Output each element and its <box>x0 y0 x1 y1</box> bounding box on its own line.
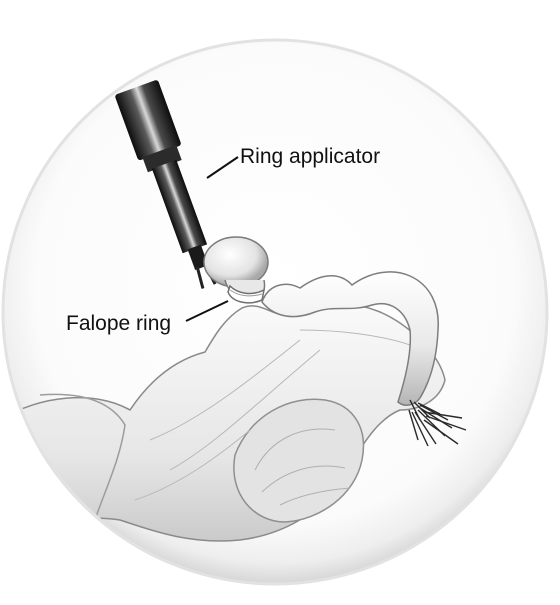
broad-ligament-folds <box>134 329 411 501</box>
ovary-shading <box>254 428 351 506</box>
bowel-edge <box>39 393 126 521</box>
applicator-collar <box>142 144 182 173</box>
fallopian-tube <box>261 271 439 406</box>
falope-ring <box>227 284 266 304</box>
applicator-tip <box>187 244 209 271</box>
tube-knuckle <box>203 236 269 288</box>
fimbriae <box>408 399 467 447</box>
applicator-prong-left <box>195 266 205 289</box>
applicator-shaft <box>151 159 208 254</box>
applicator-handle <box>115 80 181 161</box>
falope-ring-leader-line <box>185 300 229 322</box>
ring-applicator-leader-line <box>206 156 239 179</box>
ring-applicator-label: Ring applicator <box>240 145 380 168</box>
pelvic-tissue-mass <box>5 302 446 562</box>
ring-applicator <box>115 80 217 289</box>
falope-ring-label: Falope ring <box>66 312 171 335</box>
